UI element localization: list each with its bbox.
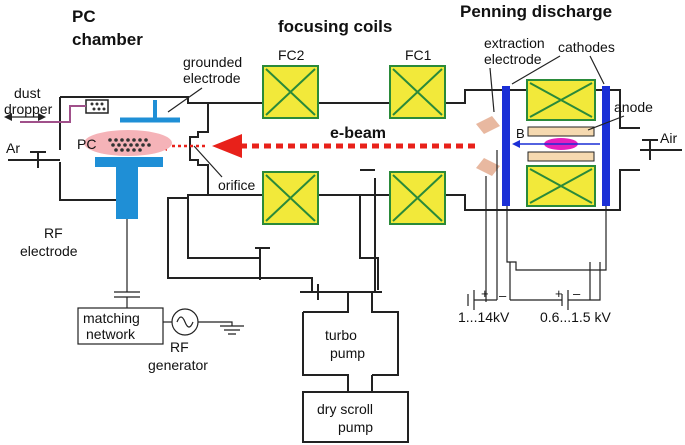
cathode-right: [602, 86, 610, 206]
penning-coil-upper: [526, 79, 596, 121]
focusing-coil-fc1: [389, 65, 446, 225]
pump-line-left: [187, 198, 261, 259]
dust-label-1: dust: [14, 85, 41, 101]
rf-generator-sine: [176, 316, 194, 328]
anode-upper: [527, 126, 595, 137]
turbo-pump-label-1: turbo: [325, 327, 357, 343]
extraction-electrode-upper: [476, 116, 500, 134]
pump-line-mid: [359, 195, 379, 290]
rf-electrode-label-1: RF: [44, 225, 63, 241]
e-beam-arrowhead: [212, 134, 242, 158]
voltage-anode: 0.6...1.5 kV: [540, 309, 611, 325]
supply-wiring: [485, 150, 607, 302]
matching-network-box: [77, 307, 164, 345]
dust-dropper-rod: [20, 105, 86, 123]
extraction-electrode-lower: [476, 158, 500, 176]
dry-scroll-label-1: dry scroll: [317, 401, 373, 417]
dust-dropper-arrow-left: [4, 113, 12, 121]
dust-dropper-box: [85, 99, 109, 114]
rf-generator-label-1: RF: [170, 339, 189, 355]
focusing-coils-title: focusing coils: [278, 17, 392, 36]
ar-label: Ar: [6, 140, 20, 156]
orifice-leader: [193, 145, 223, 178]
minus-2: –: [573, 286, 581, 301]
turbo-pump-label-2: pump: [330, 345, 365, 361]
rf-electrode-label-2: electrode: [20, 243, 78, 259]
rf-ground: [198, 321, 244, 335]
penning-discharge-title: Penning discharge: [460, 2, 612, 21]
pc-label: PC: [77, 136, 96, 152]
anode-label: anode: [614, 99, 653, 115]
e-beam-label: e-beam: [330, 125, 386, 142]
grounded-label-1: grounded: [183, 54, 242, 70]
rf-feed-capacitor: [114, 219, 140, 308]
dust-dropper-particles: [90, 102, 106, 111]
air-inlet-valve: [640, 139, 682, 160]
rf-generator-label-2: generator: [148, 357, 208, 373]
dust-dropper-arrow-right: [38, 113, 46, 121]
dry-scroll-pump-body: [302, 391, 409, 443]
anode-leader: [587, 115, 625, 131]
rf-electrode-stem: [116, 167, 138, 219]
rf-electrode-plate: [95, 157, 163, 167]
pc-chamber-title-line2: chamber: [72, 30, 143, 49]
b-field-label: B: [516, 126, 525, 141]
cathodes-label: cathodes: [558, 39, 615, 55]
extraction-label-1: extraction: [484, 35, 545, 51]
dust-label-2: dropper: [4, 101, 53, 117]
orifice-label: orifice: [218, 177, 256, 193]
ar-inlet-valve: [8, 151, 60, 168]
air-label: Air: [660, 130, 677, 146]
cathodes-leader-left: [511, 55, 561, 85]
battery-2: [510, 270, 601, 310]
extraction-label-2: electrode: [484, 51, 542, 67]
plus-1: +: [481, 286, 489, 301]
cathode-left: [502, 86, 510, 206]
pc-plasma-cloud: [84, 130, 172, 156]
cathodes-leader-right: [589, 55, 605, 85]
grounded-leader: [167, 87, 203, 113]
extraction-leader: [489, 67, 495, 113]
minus-1: –: [499, 288, 507, 303]
dry-scroll-label-2: pump: [338, 419, 373, 435]
dust-particles: [108, 138, 151, 152]
focusing-coil-fc2: [262, 65, 319, 225]
anode-lower: [527, 151, 595, 162]
battery-1: [467, 290, 497, 310]
plus-2: +: [555, 286, 563, 301]
fc1-label: FC1: [405, 47, 432, 63]
voltage-extraction: 1...14kV: [458, 309, 510, 325]
grounded-label-2: electrode: [183, 70, 241, 86]
matching-label-2: network: [86, 326, 136, 342]
pc-chamber-title-line1: PC: [72, 7, 96, 26]
fc2-label: FC2: [278, 47, 305, 63]
b-field-arrowhead: [512, 140, 520, 148]
beam-line-lower-wall: [208, 169, 640, 211]
turbo-pump-body: [302, 292, 399, 392]
penning-coil-lower: [526, 165, 596, 207]
matching-label-1: matching: [83, 310, 140, 326]
